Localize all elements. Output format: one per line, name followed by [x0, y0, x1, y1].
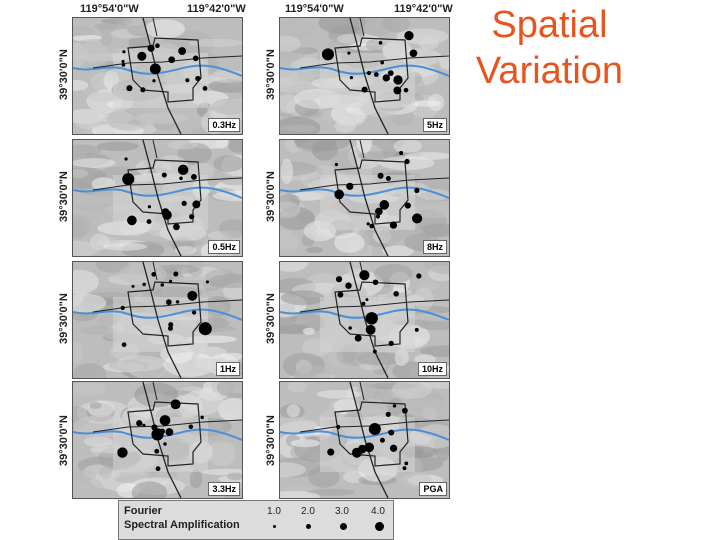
lat-label-l1: 39°30'0"N [58, 49, 70, 100]
freq-label: 0.5Hz [208, 240, 240, 254]
lat-label-r2: 39°30'0"N [265, 171, 277, 222]
lon-label-right-1: 119°42'0"W [187, 3, 246, 15]
freq-label: PGA [419, 482, 447, 496]
lon-label-left-2: 119°54'0"W [285, 3, 344, 15]
legend-value: 4.0 [371, 506, 385, 517]
legend-dot-medium [306, 524, 311, 529]
slide-title: Spatial Variation [462, 2, 637, 94]
lat-label-r3: 39°30'0"N [265, 293, 277, 344]
legend-value: 2.0 [301, 506, 315, 517]
map-graphic [73, 262, 242, 378]
legend-title: Fourier Spectral Amplification [124, 504, 240, 532]
map-graphic [280, 140, 449, 256]
map-graphic [73, 382, 242, 498]
legend-title-line1: Fourier [124, 505, 162, 517]
legend-dot-small [273, 525, 276, 528]
freq-label: 5Hz [422, 118, 447, 132]
map-graphic [280, 18, 449, 134]
map-panel-7: PGA [279, 381, 450, 499]
map-panel-6: 3.3Hz [72, 381, 243, 499]
legend-dot-large [340, 523, 347, 530]
amplification-legend: Fourier Spectral Amplification 1.0 2.0 3… [118, 500, 394, 540]
lat-label-l2: 39°30'0"N [58, 171, 70, 222]
freq-label: 0.3Hz [208, 118, 240, 132]
freq-label: 8Hz [422, 240, 447, 254]
legend-dot-xlarge [375, 522, 384, 531]
lon-label-left-1: 119°54'0"W [80, 3, 139, 15]
slide-title-text: Spatial Variation [475, 4, 624, 92]
map-panel-1: 5Hz [279, 17, 450, 135]
lat-label-r4: 39°30'0"N [265, 415, 277, 466]
legend-value: 1.0 [267, 506, 281, 517]
legend-value: 3.0 [335, 506, 349, 517]
lon-label-right-2: 119°42'0"W [394, 3, 453, 15]
map-panel-4: 1Hz [72, 261, 243, 379]
map-graphic [73, 18, 242, 134]
map-panel-2: 0.5Hz [72, 139, 243, 257]
map-panel-3: 8Hz [279, 139, 450, 257]
map-panel-0: 0.3Hz [72, 17, 243, 135]
lat-label-l3: 39°30'0"N [58, 293, 70, 344]
map-graphic [280, 262, 449, 378]
freq-label: 10Hz [417, 362, 447, 376]
map-graphic [73, 140, 242, 256]
freq-label: 1Hz [215, 362, 240, 376]
lat-label-l4: 39°30'0"N [58, 415, 70, 466]
map-graphic [280, 382, 449, 498]
freq-label: 3.3Hz [208, 482, 240, 496]
map-panel-5: 10Hz [279, 261, 450, 379]
legend-title-line2: Spectral Amplification [124, 519, 240, 531]
lat-label-r1: 39°30'0"N [265, 49, 277, 100]
